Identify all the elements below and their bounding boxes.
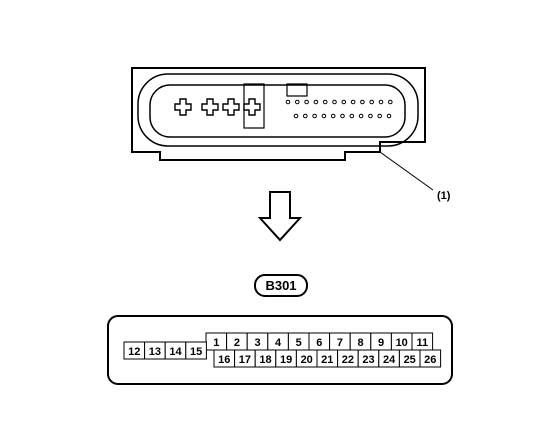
pin-label: 4 [275,337,282,349]
pin-label: 14 [169,346,182,358]
signal-pin [330,113,336,119]
pin-label: 16 [218,354,230,366]
signal-pin [358,113,364,119]
down-arrow-icon [257,191,303,242]
pin-cavity [149,84,406,138]
pin-label: 12 [128,346,140,358]
signal-pin [332,99,337,105]
connector-id-frame [254,274,308,297]
power-pin [243,98,261,116]
pin-label: 17 [239,354,251,366]
signal-pin [322,99,328,105]
signal-pin [341,99,347,105]
pin-label: 21 [321,354,333,366]
connector-face [137,73,419,147]
connector-id-badge: B301 [254,274,308,297]
signal-pin [350,99,356,105]
power-pin [174,98,192,116]
signal-pin [285,99,291,105]
pin-label: 3 [254,337,260,349]
pin-label: 2 [234,337,240,349]
pin-label: 26 [424,354,436,366]
lock-tab-right [286,83,308,97]
power-pin [222,98,240,116]
signal-pin [360,99,365,105]
pin-label: 8 [357,337,363,349]
power-pins [174,98,261,116]
signal-pin [293,113,299,119]
signal-pin [388,99,393,105]
signal-pin [303,113,308,119]
pin-cell [419,349,442,368]
callout-leader [379,151,434,191]
signal-pin [312,113,317,119]
pin-label: 9 [378,337,384,349]
pin-label: 25 [404,354,416,366]
signal-pin [368,113,373,119]
pin-label: 11 [416,337,428,349]
signal-pin [386,113,392,119]
signal-pin [369,99,375,105]
signal-pin [295,99,300,105]
pin-label: 10 [396,337,408,349]
pin-label: 13 [149,346,161,358]
pin-label: 23 [362,354,374,366]
pin-label: 24 [383,354,396,366]
pin-label: 15 [190,346,202,358]
signal-pin [349,113,355,119]
power-pin [201,98,219,116]
pin-label: 20 [301,354,313,366]
pin-cell [185,341,207,360]
signal-pin [304,99,309,105]
signal-pins [285,99,393,119]
pin-label: 5 [296,337,302,349]
connector-id-label: B301 [265,278,296,293]
pin-label: 19 [280,354,292,366]
signal-pin [313,99,319,105]
pin-label: 18 [259,354,271,366]
connector-housing [131,67,426,161]
pin-label: 6 [316,337,322,349]
signal-pin [321,113,327,119]
connector-drawing [131,67,426,161]
pin-label: 1 [213,337,219,349]
callout-label: (1) [437,190,451,202]
signal-pin [340,113,345,119]
pin-label: 7 [337,337,343,349]
signal-pin [377,113,383,119]
pin-label: 22 [342,354,354,366]
signal-pin [378,99,384,105]
